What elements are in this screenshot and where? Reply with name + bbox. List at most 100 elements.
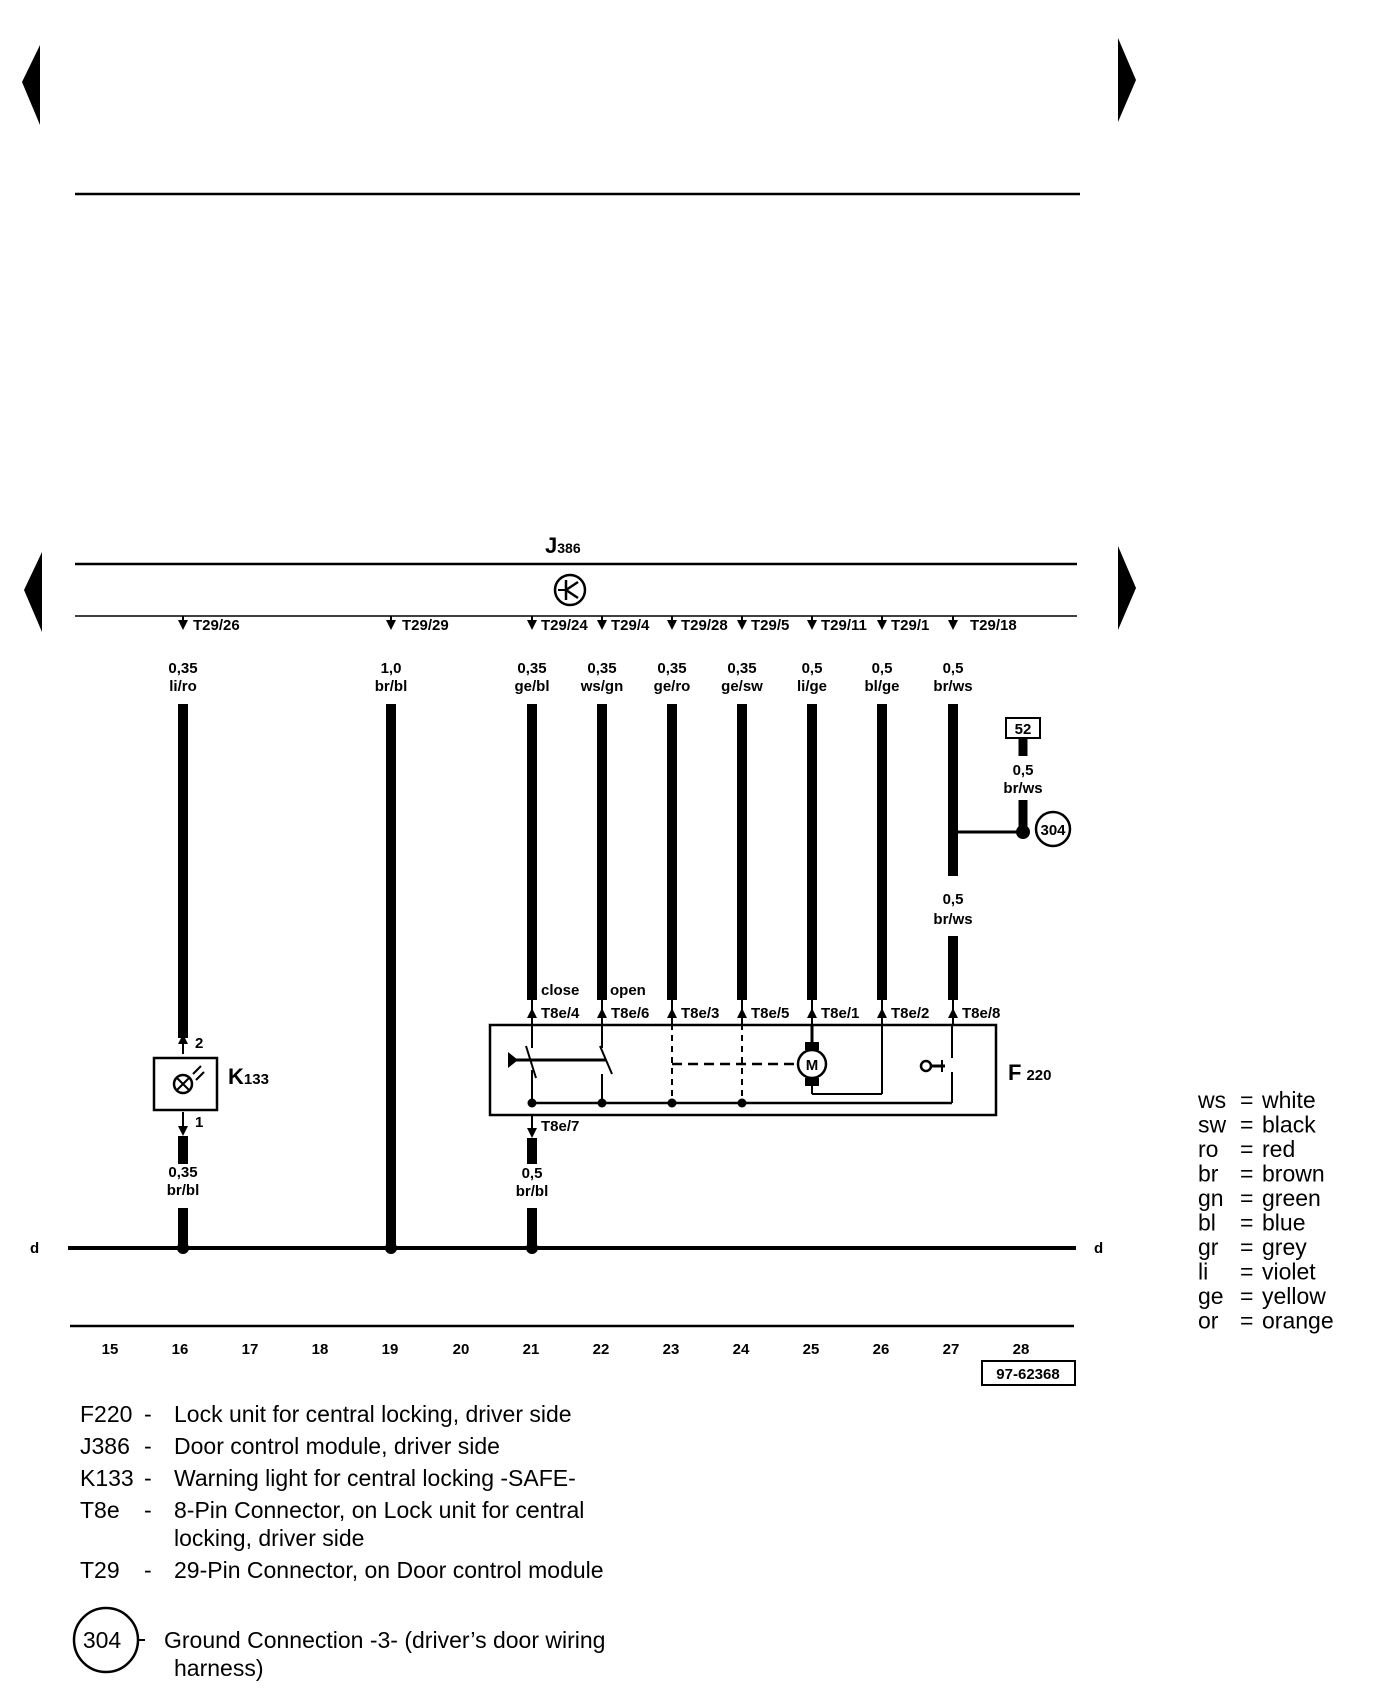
prev-page-arrow-top[interactable]: [22, 45, 40, 125]
legend-code-4: T29: [80, 1557, 120, 1583]
column-22: 22: [593, 1341, 610, 1358]
pin-wire-color-2: ge/bl: [514, 678, 549, 695]
pin-wire-size-8: 0,5: [943, 660, 964, 677]
pin-wire-color-4: ge/ro: [654, 678, 691, 695]
color-eq-sw: =: [1240, 1112, 1253, 1138]
t8e-label-0: T8e/4: [541, 1005, 580, 1022]
legend-dash-1: -: [144, 1433, 152, 1459]
color-code-ge: ge: [1198, 1283, 1224, 1309]
column-26: 26: [873, 1341, 890, 1358]
bus-label-right: d: [1094, 1240, 1103, 1257]
color-name-ro: red: [1262, 1136, 1295, 1162]
pin-id-6: T29/11: [821, 617, 867, 634]
legend-desc-4-0: 29-Pin Connector, on Door control module: [174, 1557, 604, 1583]
ground-legend-symbol: 304: [83, 1627, 122, 1653]
color-eq-ro: =: [1240, 1136, 1253, 1162]
motor-label: M: [806, 1057, 819, 1074]
lamp-label: K133: [228, 1064, 269, 1089]
t8e-pin-6: T8e/8: [948, 1000, 1000, 1025]
column-16: 16: [172, 1341, 189, 1358]
legend-desc-3-1: locking, driver side: [174, 1525, 364, 1551]
t8e-pin-4: T8e/1: [807, 1000, 859, 1025]
pin-wire-size-6: 0,5: [802, 660, 823, 677]
color-code-br: br: [1198, 1161, 1219, 1187]
column-17: 17: [242, 1341, 259, 1358]
next-page-arrow-mid[interactable]: [1118, 546, 1136, 630]
t8e-label-1: T8e/6: [611, 1005, 649, 1022]
pin-6: T29/11 0,5li/ge: [797, 616, 867, 1000]
pin-wire-color-0: li/ro: [169, 678, 197, 695]
color-code-li: li: [1198, 1259, 1208, 1285]
legend-desc-2-0: Warning light for central locking -SAFE-: [174, 1465, 576, 1491]
electronic-module-icon: [553, 573, 587, 607]
color-code-ro: ro: [1198, 1136, 1218, 1162]
column-19: 19: [382, 1341, 399, 1358]
column-18: 18: [312, 1341, 329, 1358]
color-code-ws: ws: [1197, 1087, 1226, 1113]
pin-wire-size-5: 0,35: [727, 660, 756, 677]
color-eq-br: =: [1240, 1161, 1253, 1187]
color-name-ws: white: [1261, 1087, 1316, 1113]
color-code-gn: gn: [1198, 1185, 1224, 1211]
pin-id-4: T29/28: [681, 617, 728, 634]
next-page-arrow-top[interactable]: [1118, 38, 1136, 122]
color-eq-bl: =: [1240, 1210, 1253, 1236]
t8e-label-3: T8e/5: [751, 1005, 789, 1022]
pin-wire-color-3: ws/gn: [580, 678, 624, 695]
legend-dash-2: -: [144, 1465, 152, 1491]
legend-dash-0: -: [144, 1401, 152, 1427]
pin-wire-size-4: 0,35: [657, 660, 686, 677]
key-switch-icon: [919, 1024, 953, 1103]
column-27: 27: [943, 1341, 960, 1358]
column-23: 23: [663, 1341, 680, 1358]
pin-wire-color-8: br/ws: [933, 678, 972, 695]
ground-legend-line-1: Ground Connection -3- (driver’s door wir…: [164, 1627, 605, 1653]
ground-point-label: 304: [1040, 822, 1066, 839]
prev-page-arrow-mid[interactable]: [24, 552, 42, 632]
pin-wire-color-5: ge/sw: [721, 678, 763, 695]
lock-connectors: T8e/4 T8e/6 T8e/3 T8e/5 T8e/1 T8e/2 T8e/8: [527, 1000, 1000, 1025]
pin-id-7: T29/1: [891, 617, 929, 634]
ground-wire-color: br/bl: [516, 1183, 549, 1200]
t8e-label-6: T8e/8: [962, 1005, 1000, 1022]
legend-code-0: F220: [80, 1401, 132, 1427]
t8e-label-5: T8e/2: [891, 1005, 929, 1022]
pin-7: T29/10,5bl/ge: [864, 616, 929, 1000]
legend-desc-3-0: 8-Pin Connector, on Lock unit for centra…: [174, 1497, 584, 1523]
color-name-gn: green: [1262, 1185, 1321, 1211]
pin-wire-size-0: 0,35: [168, 660, 197, 677]
lamp-wire-color: br/bl: [167, 1182, 200, 1199]
color-name-br: brown: [1262, 1161, 1325, 1187]
legend-code-2: K133: [80, 1465, 134, 1491]
color-name-or: orange: [1262, 1308, 1334, 1334]
pin-wire-size-7: 0,5: [872, 660, 893, 677]
color-code-sw: sw: [1198, 1112, 1227, 1138]
color-name-sw: black: [1262, 1112, 1316, 1138]
color-name-bl: blue: [1262, 1210, 1305, 1236]
color-eq-ge: =: [1240, 1283, 1253, 1309]
color-name-li: violet: [1262, 1259, 1316, 1285]
pin-wire-color-6: li/ge: [797, 678, 827, 695]
t8e-label-2: T8e/3: [681, 1005, 719, 1022]
color-name-ge: yellow: [1262, 1283, 1326, 1309]
warning-lamp-icon: [152, 1056, 219, 1112]
open-label: open: [610, 982, 646, 999]
legend-code-3: T8e: [80, 1497, 120, 1523]
column-28: 28: [1013, 1341, 1030, 1358]
upper-wire-color: br/ws: [1003, 780, 1042, 797]
t8e-pin-1: T8e/6: [597, 1000, 649, 1025]
ground-legend: [72, 1606, 145, 1674]
component-legend: F220-Lock unit for central locking, driv…: [80, 1401, 604, 1583]
upper-wire-size: 0,5: [1013, 762, 1034, 779]
pin-wire-color-1: br/bl: [375, 678, 408, 695]
legend-code-1: J386: [80, 1433, 130, 1459]
ground-point-icon: [1034, 810, 1072, 848]
color-code-or: or: [1198, 1308, 1219, 1334]
